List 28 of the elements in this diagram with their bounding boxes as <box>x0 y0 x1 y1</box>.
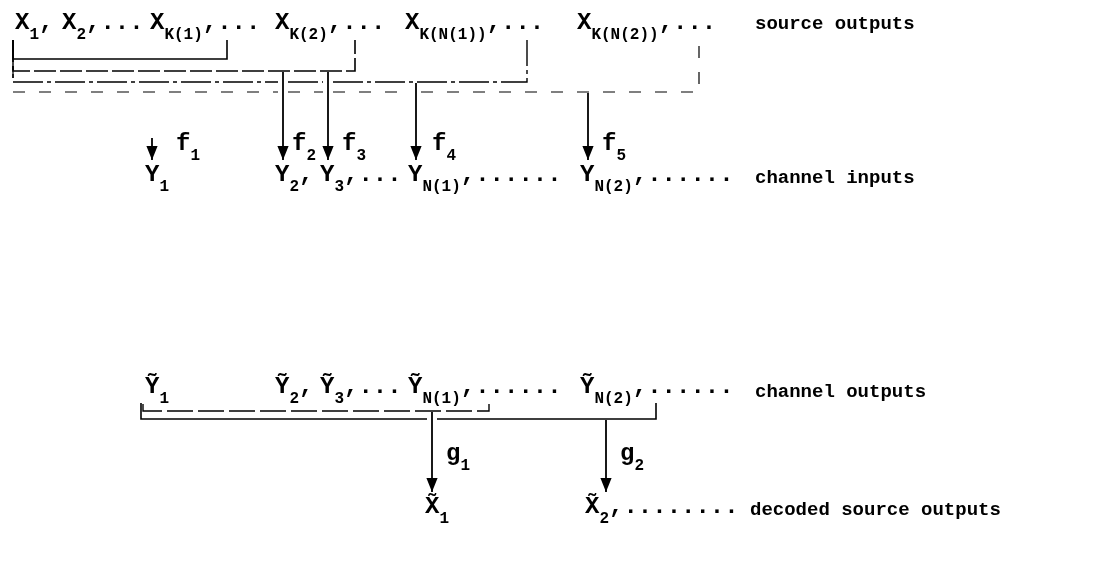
edge-label: g$_{2}$ <box>620 440 644 468</box>
edge-label: f$_{2}$ <box>292 130 316 158</box>
row-label: channel outputs <box>755 380 927 404</box>
arrow <box>600 419 612 493</box>
math-term: Y$_{2}$, <box>275 160 314 190</box>
row-label: source outputs <box>755 12 915 36</box>
row-label: channel inputs <box>755 166 915 190</box>
math-term: Ỹ$_{2}$, <box>275 372 314 402</box>
arrow <box>426 411 438 493</box>
edge-label: g$_{1}$ <box>446 440 470 468</box>
arrow <box>582 92 594 161</box>
edge-label: f$_{4}$ <box>432 130 456 158</box>
arrow <box>410 82 422 161</box>
edge-label: f$_{3}$ <box>342 130 366 158</box>
arrow <box>322 71 334 161</box>
edge-label: f$_{5}$ <box>602 130 626 158</box>
math-term: X̃$_{1}$ <box>425 492 449 522</box>
math-term: Y$_{3}$,... <box>320 160 402 190</box>
arrow <box>146 137 158 161</box>
math-term: X$_{1}$, <box>15 8 54 38</box>
arrow <box>277 71 289 161</box>
math-term: Ỹ$_{1}$ <box>145 372 169 402</box>
math-term: Y$_{1}$ <box>145 160 169 190</box>
row-label: decoded source outputs <box>750 498 1001 522</box>
math-term: X̃$_{2}$,........ <box>585 492 739 522</box>
math-term: X$_{2}$,... <box>62 8 144 38</box>
edge-label: f$_{1}$ <box>176 130 200 158</box>
math-term: Ỹ$_{3}$,... <box>320 372 402 402</box>
